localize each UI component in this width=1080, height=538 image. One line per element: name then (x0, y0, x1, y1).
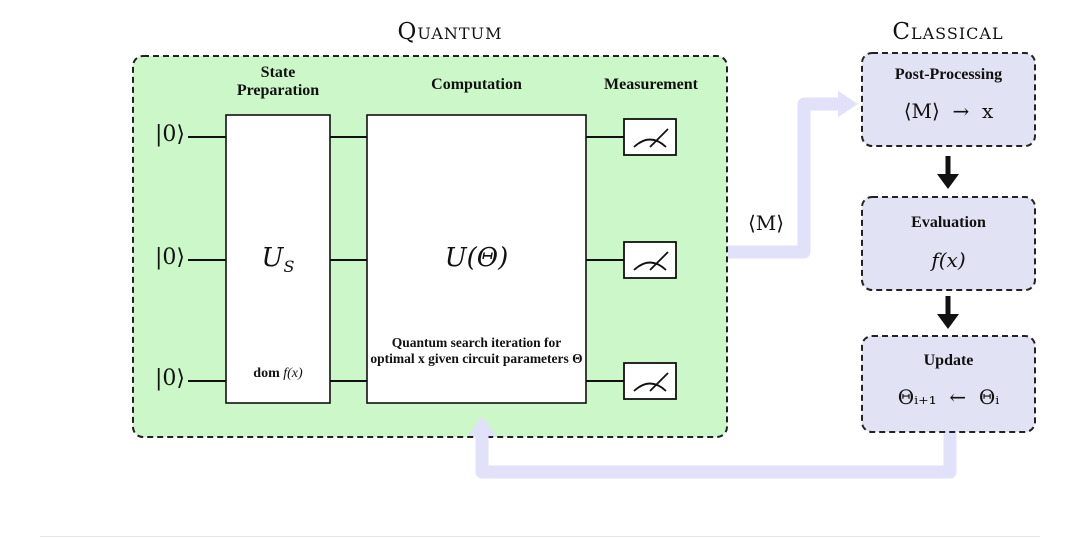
evaluation-title: Evaluation (911, 214, 986, 231)
state-prep-header: State Preparation (236, 64, 320, 100)
evaluation-box (861, 196, 1036, 291)
computation-box (366, 114, 587, 404)
down-arrow-icon (937, 156, 959, 189)
expectation-flow-arrow-head (838, 91, 858, 117)
update-title: Update (923, 352, 974, 369)
feedback-arrow-head (468, 416, 496, 436)
state-prep-operator-symbol: U (261, 243, 284, 273)
state-prep-note-fn: f(x) (283, 366, 303, 381)
post-processing-expr: ⟨M⟩ → x (903, 99, 994, 123)
classical-title: Classical (892, 19, 1004, 45)
qubit-wires (188, 136, 624, 382)
state-prep-operator-sub: S (283, 257, 295, 277)
feedback-arrow (475, 432, 957, 479)
qubit-input-label: |0⟩ (155, 245, 185, 270)
computation-operator: U(Θ) (444, 243, 509, 273)
down-arrow-icon (937, 296, 959, 329)
update-expr: Θᵢ₊₁ ← Θᵢ (897, 385, 1000, 409)
state-prep-note-dom: dom (253, 366, 280, 381)
state-prep-box (225, 114, 331, 404)
qubit-input-label: |0⟩ (155, 366, 185, 391)
expectation-flow-arrow (728, 97, 842, 259)
computation-header: Computation (431, 76, 522, 93)
meter-icon (623, 118, 677, 156)
state-prep-operator: US (226, 243, 330, 277)
expectation-edge-label: ⟨M⟩ (747, 211, 785, 235)
state-prep-note: dom f(x) (226, 366, 330, 382)
quantum-title: Quantum (397, 19, 503, 45)
meter-icon (623, 362, 677, 400)
measurement-header: Measurement (604, 76, 698, 93)
bottom-divider (40, 536, 1040, 537)
evaluation-expr: f(x) (931, 248, 966, 272)
qubit-input-label: |0⟩ (155, 122, 185, 147)
post-processing-box (861, 52, 1036, 147)
post-processing-title: Post-Processing (894, 66, 1003, 83)
meter-icon (623, 241, 677, 279)
update-box (861, 335, 1036, 433)
computation-note: Quantum search iteration for optimal x g… (370, 335, 583, 366)
